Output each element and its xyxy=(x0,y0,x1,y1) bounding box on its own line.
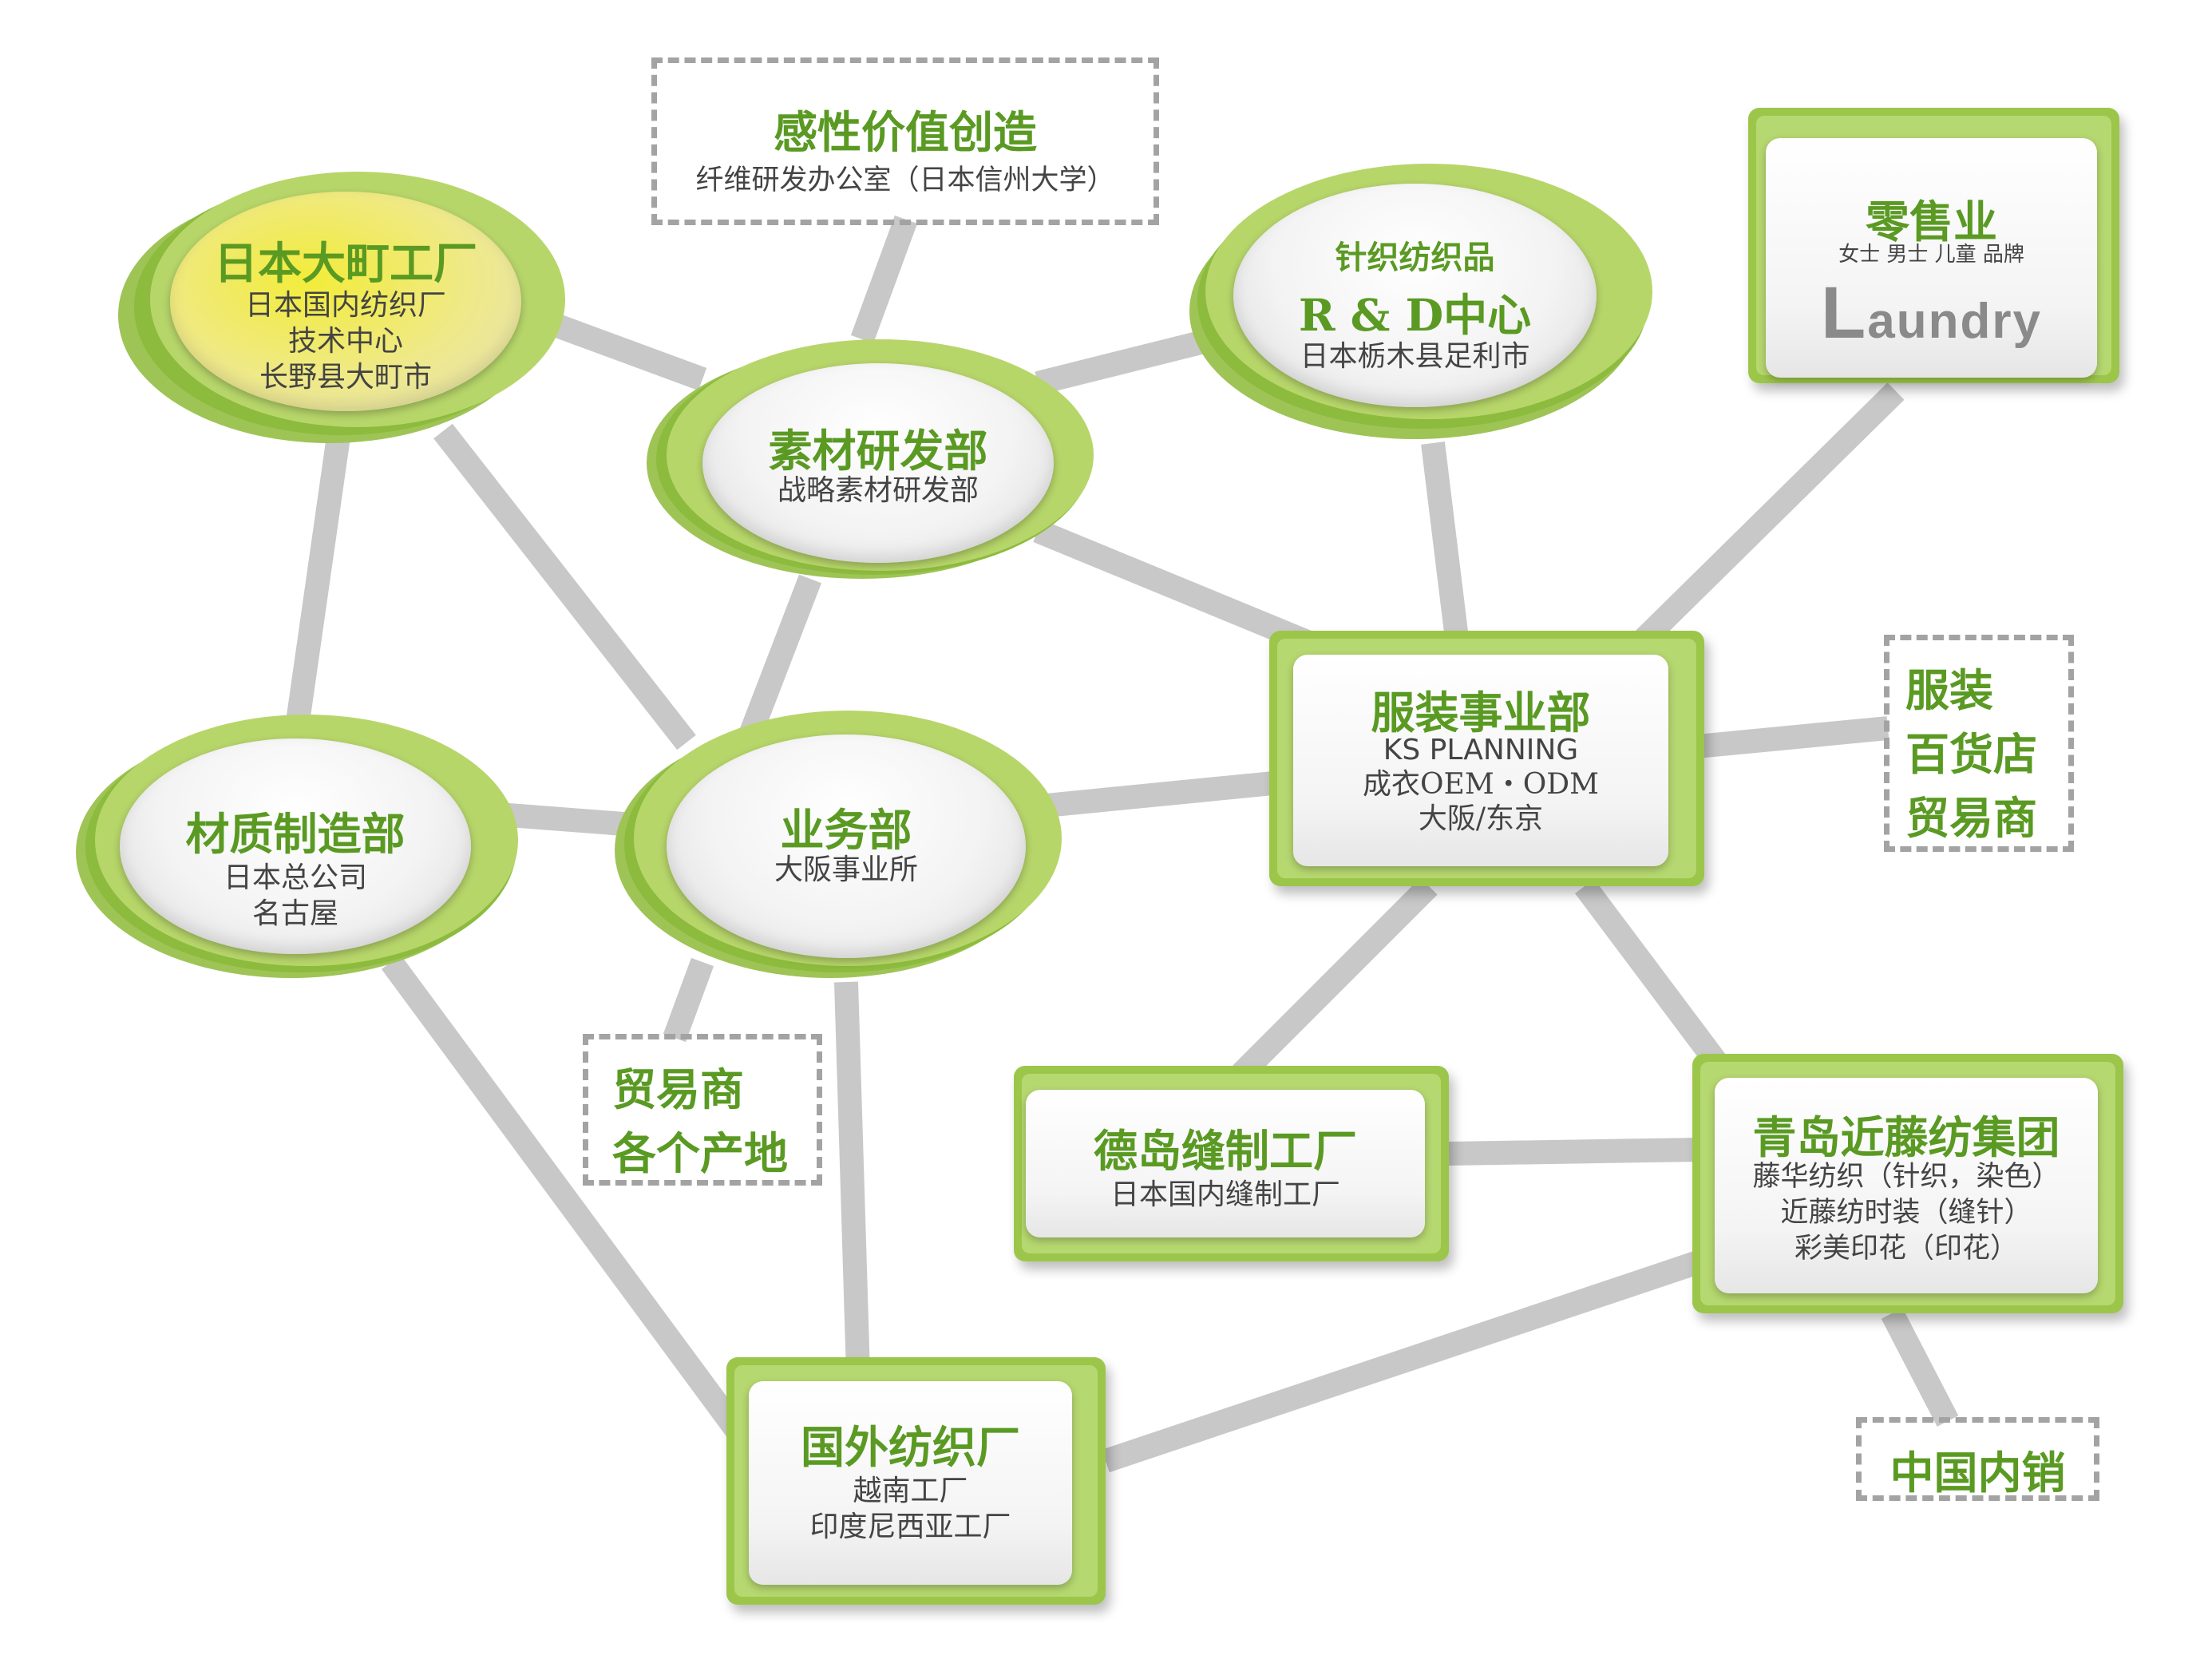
laundry-logo: Laundry xyxy=(1821,272,2042,354)
link-sales-overseas xyxy=(834,981,870,1374)
box-line: 中国内销 xyxy=(1889,1447,2066,1499)
link-apparel-tokushima xyxy=(1233,877,1438,1083)
node-line: 藤华纺织（针织，染色） xyxy=(1752,1161,2060,1193)
node-line: 技术中心 xyxy=(287,325,403,358)
link-kansei-material-rd xyxy=(850,215,918,344)
box-line: 纤维研发办公室（日本信州大学） xyxy=(695,164,1115,196)
box-line: 服装 xyxy=(1905,664,1994,716)
label-box-trade-origin: 贸易商 各个产地 xyxy=(583,1034,822,1186)
node-line: 战略素材研发部 xyxy=(777,474,979,507)
node-qingdao-kondo-group: 青岛近藤纺集团 藤华纺织（针织，染色） 近藤纺时装（缝针） 彩美印花（印花） xyxy=(1692,1054,2123,1313)
node-line: 日本栃木县足利市 xyxy=(1300,340,1530,373)
node-apparel-division: 服装事业部 KS PLANNING 成衣OEM・ODM 大阪/东京 xyxy=(1269,631,1704,886)
node-overseas-factories: 国外纺织厂 越南工厂 印度尼西亚工厂 xyxy=(726,1357,1106,1605)
box-line: 百货店 xyxy=(1905,728,2038,780)
label-box-kansei-value: 感性价值创造 纤维研发办公室（日本信州大学） xyxy=(651,57,1159,225)
link-sales-apparel xyxy=(1036,770,1283,818)
label-box-apparel-outlets: 服装 百货店 贸易商 xyxy=(1884,635,2074,852)
node-title: 材质制造部 xyxy=(185,808,406,860)
node-line: KS PLANNING xyxy=(1383,734,1579,766)
node-tokushima-sewing-factory: 德岛缝制工厂 日本国内缝制工厂 xyxy=(1014,1066,1449,1261)
link-material-mfg-overseas xyxy=(381,955,773,1472)
link-apparel-outlets xyxy=(1679,716,1889,760)
node-line: 大阪事业所 xyxy=(774,853,918,886)
node-material-manufacturing: 材质制造部 日本总公司 名古屋 xyxy=(76,715,519,982)
node-retail: 零售业 女士 男士 儿童 品牌 Laundry xyxy=(1748,108,2119,383)
link-ohmachi-material-mfg xyxy=(283,429,351,741)
link-material-rd-sales xyxy=(738,574,822,739)
node-line: 长野县大町市 xyxy=(259,361,432,394)
link-retail-apparel xyxy=(1628,382,1905,655)
node-title: 国外纺织厂 xyxy=(800,1421,1020,1473)
node-title: 青岛近藤纺集团 xyxy=(1752,1111,2060,1163)
node-title: 日本大町工厂 xyxy=(213,237,477,289)
link-apparel-qingdao xyxy=(1575,879,1726,1069)
node-line: 彩美印花（印花） xyxy=(1794,1233,2018,1265)
label-box-china-sales: 中国内销 xyxy=(1856,1417,2099,1501)
link-qingdao-overseas xyxy=(1102,1249,1704,1473)
link-ohmachi-sales xyxy=(433,423,696,750)
link-ohmachi-material-rd xyxy=(546,311,707,391)
node-line: 日本国内纺织厂 xyxy=(244,289,446,322)
box-line: 各个产地 xyxy=(612,1127,789,1179)
node-title: R & D中心 xyxy=(1298,289,1532,341)
node-knit-rd-center: 针织纺织品 R & D中心 日本栃木县足利市 xyxy=(1189,164,1652,443)
node-sales-department: 业务部 大阪事业所 xyxy=(615,711,1062,982)
node-line: 日本总公司 xyxy=(223,861,367,894)
node-title: 零售业 xyxy=(1865,196,1997,247)
link-sales-trade-origin xyxy=(663,957,714,1043)
node-title-top: 针织纺织品 xyxy=(1335,239,1495,276)
node-line: 日本国内缝制工厂 xyxy=(1110,1178,1340,1211)
box-title: 感性价值创造 xyxy=(773,106,1037,158)
node-line: 越南工厂 xyxy=(853,1475,968,1507)
node-title: 德岛缝制工厂 xyxy=(1093,1125,1357,1177)
link-tokushima-qingdao xyxy=(1448,1138,1701,1166)
node-title: 业务部 xyxy=(780,804,912,856)
link-qingdao-china-sales xyxy=(1881,1308,1959,1427)
node-line: 名古屋 xyxy=(251,897,338,930)
node-line: 印度尼西亚工厂 xyxy=(809,1511,1011,1543)
node-ohmachi-factory: 日本大町工厂 日本国内纺织厂 技术中心 长野县大町市 xyxy=(118,172,565,443)
box-line: 贸易商 xyxy=(612,1063,745,1115)
node-line: 成衣OEM・ODM xyxy=(1363,768,1599,801)
link-material-rd-knit-rd xyxy=(1035,327,1217,395)
node-line: 近藤纺时装（缝针） xyxy=(1780,1197,2032,1229)
node-material-rd: 素材研发部 战略素材研发部 xyxy=(647,339,1094,583)
link-material-rd-apparel xyxy=(1033,520,1314,654)
node-line: 女士 男士 儿童 品牌 xyxy=(1838,243,2024,267)
node-title: 素材研发部 xyxy=(768,425,988,477)
node-title: 服装事业部 xyxy=(1371,687,1591,738)
link-knit-rd-apparel xyxy=(1421,441,1469,640)
box-line: 贸易商 xyxy=(1905,792,2038,844)
node-line: 大阪/东京 xyxy=(1418,802,1544,835)
